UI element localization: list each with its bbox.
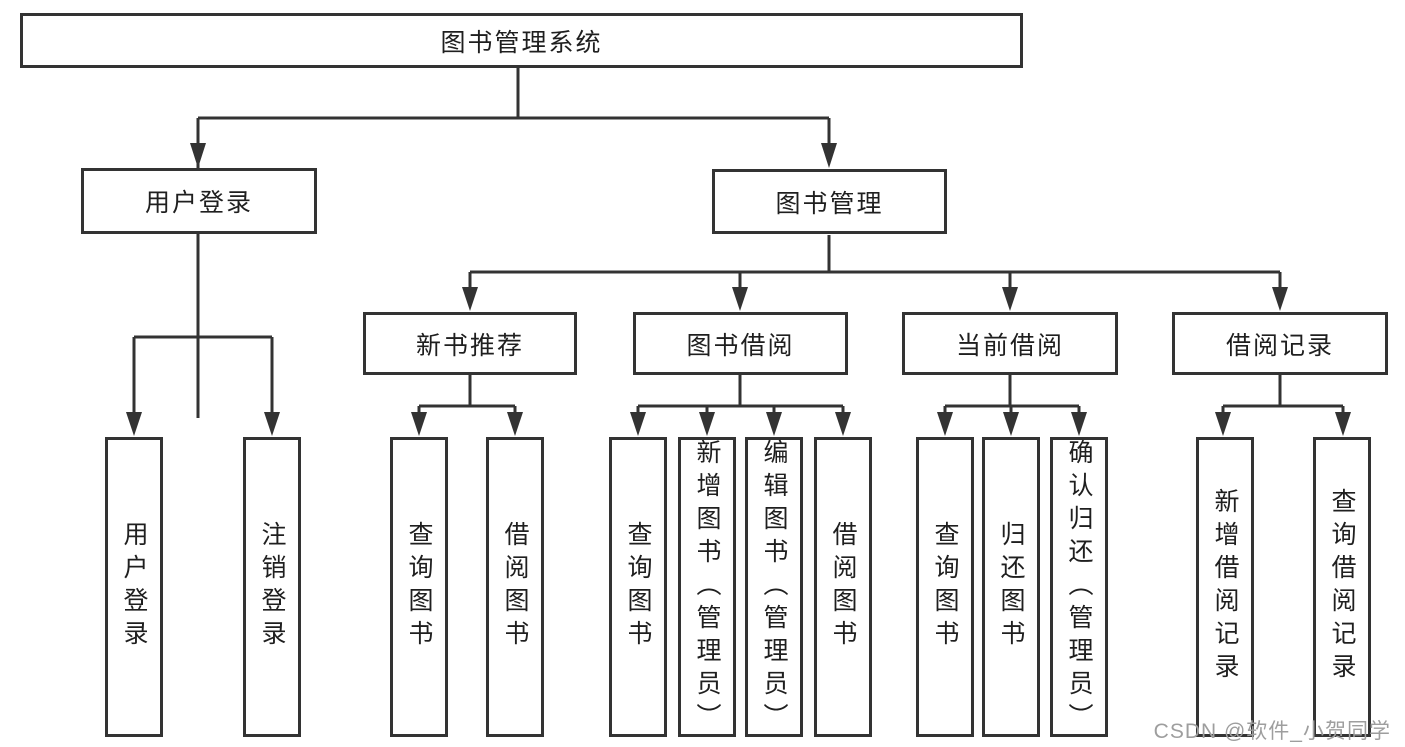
connector-new-book-group	[417, 375, 517, 420]
node-book-borrowing: 图书借阅	[633, 312, 848, 375]
connector-borrow-record-group	[1221, 375, 1345, 420]
leaf-query-books-current: 查询图书	[916, 437, 974, 737]
leaf-confirm-return-admin: 确认归还（管理员）	[1050, 437, 1108, 737]
arrowhead-icons	[126, 143, 1351, 436]
leaf-add-borrow-record: 新增借阅记录	[1196, 437, 1254, 737]
node-borrowing-records: 借阅记录	[1172, 312, 1388, 375]
leaf-borrow-books-recommend: 借阅图书	[486, 437, 544, 737]
csdn-watermark: CSDN @软件_小贺同学	[1153, 720, 1391, 743]
node-current-borrowing: 当前借阅	[902, 312, 1118, 375]
connector-book-management	[468, 235, 1282, 296]
node-user-login-branch: 用户登录	[81, 168, 317, 234]
connector-user-login	[132, 235, 274, 420]
leaf-add-books-admin: 新增图书（管理员）	[678, 437, 736, 737]
leaf-logout: 注销登录	[243, 437, 301, 737]
leaf-edit-books-admin: 编辑图书（管理员）	[745, 437, 803, 737]
leaf-user-login: 用户登录	[105, 437, 163, 737]
node-book-management-branch: 图书管理	[712, 169, 947, 234]
leaf-query-books-recommend: 查询图书	[390, 437, 448, 737]
connector-root	[196, 68, 831, 418]
node-new-book-recommendation: 新书推荐	[363, 312, 577, 375]
node-library-management-system: 图书管理系统	[20, 13, 1023, 68]
leaf-query-books-borrowing: 查询图书	[609, 437, 667, 737]
connector-book-borrow-group	[636, 375, 845, 420]
leaf-query-borrow-record: 查询借阅记录	[1313, 437, 1371, 737]
leaf-borrow-books-borrowing: 借阅图书	[814, 437, 872, 737]
leaf-return-books: 归还图书	[982, 437, 1040, 737]
